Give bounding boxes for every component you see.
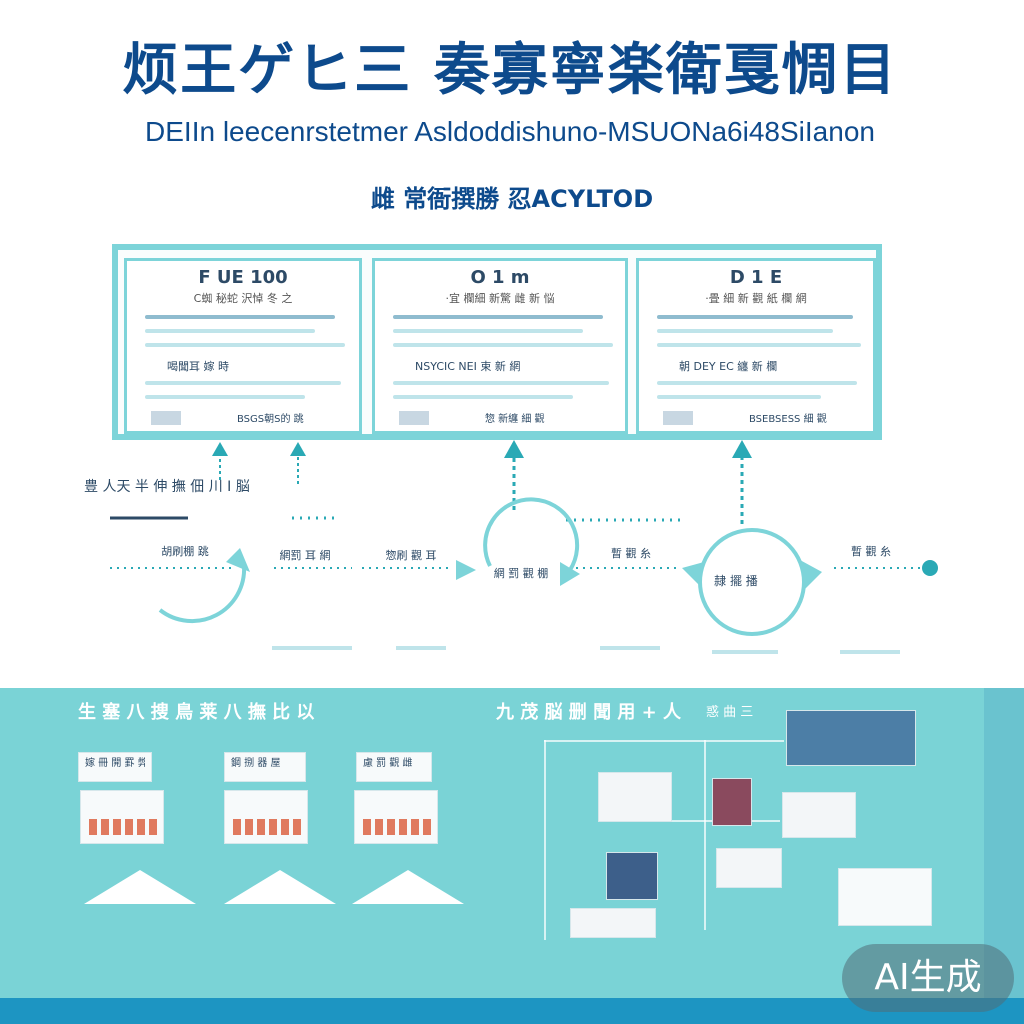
step-label-5: 暫 觀 糸 [611, 547, 651, 560]
document-thumbnail [838, 868, 932, 926]
bar-card [224, 790, 308, 844]
text-line [393, 329, 583, 333]
panel-title: D 1 E [729, 267, 783, 288]
photo-thumbnail [712, 778, 752, 826]
document-thumbnail [782, 792, 856, 838]
card-label: 鋼 捌 器 屋 [231, 758, 281, 769]
up-arrow-4 [732, 440, 752, 524]
panel-subtitle: ·宜 欄細 新驚 雌 新 悩 [445, 292, 555, 305]
flow-arrowhead [456, 560, 476, 580]
bottom-extra-label: 惑 曲 三 [706, 705, 754, 720]
panel-mid-label: 朝 DEY EC 纏 新 欄 [679, 360, 778, 373]
bottom-right-heading: 九 茂 脳 删 聞 用 + 人 [496, 702, 681, 723]
mountain-shape [84, 870, 196, 904]
text-line [145, 329, 315, 333]
process-label: 豊 人天 半 伸 撫 佃 川 I 脳 [84, 479, 250, 495]
center-cycle-label: 隷 擺 播 [714, 574, 758, 588]
bar-card [354, 790, 438, 844]
panel-foot-label: BSGS朝S的 跳 [237, 414, 304, 425]
bar-row [233, 819, 301, 835]
section-heading: 雌 常衙撰勝 忍ACYLTOD [370, 185, 654, 213]
mountain-shape [352, 870, 464, 904]
text-line [657, 315, 853, 319]
info-panel-1: F UE 100 C蜘 秘蛇 沢悼 冬 之 喝聞耳 嫁 時 BSGS朝S的 跳 [124, 258, 362, 434]
mini-card: 嫁 冊 開 罫 弊 [78, 752, 152, 782]
step-label-3: 惣刷 觀 耳 [385, 549, 437, 562]
page-subtitle: DEIIn leecenrstetmer Asldoddishuno-MSUON… [145, 116, 875, 147]
text-line [145, 315, 335, 319]
tree-connector [544, 740, 546, 940]
text-line [145, 343, 345, 347]
mountain-shape [224, 870, 336, 904]
text-line [657, 381, 857, 385]
end-node [922, 560, 938, 576]
panel-title: F UE 100 [198, 267, 288, 288]
tree-connector [704, 740, 706, 930]
up-arrow-2 [290, 442, 306, 484]
text-line [145, 395, 305, 399]
arc-arrowhead [682, 562, 704, 586]
text-line [657, 395, 821, 399]
text-line [393, 343, 613, 347]
panel-mid-label: 喝聞耳 嫁 時 [167, 360, 229, 373]
step-label-6: 暫 觀 糸 [851, 545, 891, 558]
card-label: 嫁 冊 開 罫 弊 [85, 758, 145, 769]
step-label-1: 胡刷棚 跳 [161, 545, 209, 558]
document-thumbnail [716, 848, 782, 888]
text-line [145, 381, 341, 385]
ai-generated-badge: AI生成 [842, 944, 1014, 1012]
info-panel-3: D 1 E ·畳 細 新 觀 紙 欄 網 朝 DEY EC 纏 新 欄 BSEB… [636, 258, 876, 434]
step-label-4: 網 罰 觀 棚 [493, 567, 549, 580]
panel-foot-label: 惣 新纏 細 觀 [485, 414, 545, 425]
panel-subtitle: C蜘 秘蛇 沢悼 冬 之 [193, 292, 293, 305]
document-thumbnail [598, 772, 672, 822]
step-label-2: 網罰 耳 網 [279, 549, 331, 562]
mini-card: 慮 罰 觀 雌 [356, 752, 432, 782]
page-title: 烦王ゲヒ三 奏寡寧楽衛戛惆目 [122, 38, 898, 103]
panel-mid-label: NSYCIC NEI 束 新 網 [415, 360, 521, 373]
photo-thumbnail [786, 710, 916, 766]
arc-arrowhead [226, 548, 250, 572]
text-line [657, 343, 861, 347]
device-thumbnail [570, 908, 656, 938]
panel-foot-label: BSEBSESS 細 觀 [749, 414, 827, 425]
bottom-left-heading: 生 塞 八 捜 鳥 莱 八 撫 比 以 [78, 702, 315, 723]
info-panel-2: O 1 m ·宜 欄細 新驚 雌 新 悩 NSYCIC NEI 束 新 網 惣 … [372, 258, 628, 434]
tree-connector [640, 820, 780, 822]
panel-marker [399, 411, 429, 425]
text-line [393, 381, 609, 385]
top-panel-frame: F UE 100 C蜘 秘蛇 沢悼 冬 之 喝聞耳 嫁 時 BSGS朝S的 跳 … [112, 244, 882, 440]
arc-arrowhead [560, 562, 580, 586]
panel-subtitle: ·畳 細 新 觀 紙 欄 網 [705, 292, 807, 305]
tree-connector [544, 740, 784, 742]
cycle-arc [158, 565, 247, 624]
card-label: 慮 罰 觀 雌 [363, 758, 413, 769]
bar-card [80, 790, 164, 844]
panel-marker [663, 411, 693, 425]
text-line [657, 329, 833, 333]
bar-row [89, 819, 157, 835]
panel-title: O 1 m [470, 267, 530, 288]
panel-marker [151, 411, 181, 425]
bar-row [363, 819, 431, 835]
process-flow-diagram [110, 440, 938, 654]
up-arrow-3 [504, 440, 524, 510]
arc-arrowhead [800, 560, 822, 590]
text-line [393, 315, 603, 319]
photo-thumbnail [606, 852, 658, 900]
text-line [393, 395, 573, 399]
up-arrow-1 [212, 442, 228, 480]
mini-card: 鋼 捌 器 屋 [224, 752, 306, 782]
cycle-arc [483, 497, 580, 572]
